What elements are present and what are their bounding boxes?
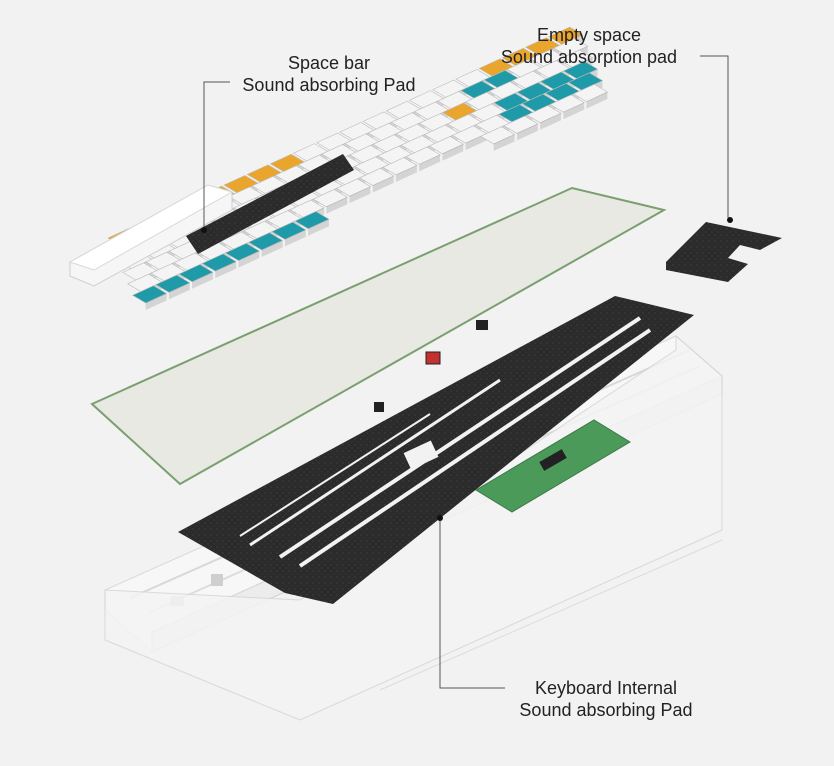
keycap-side <box>586 92 608 109</box>
keycap <box>132 285 168 304</box>
empty-space-pad-label: Empty space Sound absorption pad <box>478 24 700 68</box>
keycap <box>382 157 418 176</box>
switch-plate <box>90 186 667 486</box>
internal-sound-absorbing-pad <box>178 296 694 604</box>
keycap-side <box>261 240 283 257</box>
keycap <box>480 126 516 145</box>
exposed-switches <box>374 320 488 412</box>
spacebar-pad-label-line1: Space bar <box>287 53 371 73</box>
keycap <box>312 189 348 208</box>
spacebar-sound-absorbing-pad <box>186 154 354 254</box>
keycap <box>558 49 594 68</box>
keycap <box>428 136 464 155</box>
keycap-side <box>168 282 190 300</box>
keycap-side <box>563 102 585 120</box>
keycap <box>572 83 609 102</box>
keycap-side <box>215 261 237 279</box>
spacebar-pad-label: Space bar Sound absorbing Pad <box>222 52 436 96</box>
keycap <box>271 221 307 240</box>
callout-internal <box>439 520 505 689</box>
keycap-side <box>349 186 371 204</box>
callout-spacebar <box>203 81 230 228</box>
keycap <box>155 274 191 293</box>
keycap-side <box>516 123 538 141</box>
keycap-side <box>326 197 348 214</box>
callout-empty-space <box>700 55 729 218</box>
internal-pad-label: Keyboard Internal Sound absorbing Pad <box>494 677 718 721</box>
keycap <box>526 105 562 124</box>
empty-space-pad-label-line2: Sound absorption pad <box>500 47 678 67</box>
keycap <box>548 26 584 45</box>
spacebar-pad-label-line2: Sound absorbing Pad <box>242 75 416 95</box>
keycap <box>201 253 237 272</box>
keycap <box>359 167 395 186</box>
internal-pad-label-line1: Keyboard Internal <box>534 678 678 698</box>
keycap-side <box>493 134 515 151</box>
empty-space-pad-label-line1: Empty space <box>536 25 642 45</box>
keycap <box>289 199 325 218</box>
keycap-side <box>442 144 464 161</box>
keycap-side <box>238 251 260 268</box>
keycap <box>549 94 585 113</box>
keycap-side <box>395 165 417 182</box>
keycap <box>224 242 261 261</box>
pcb-board <box>475 419 631 513</box>
keycap-side <box>145 293 167 310</box>
callout-lines <box>201 55 733 689</box>
spacebar-keycap <box>68 184 234 287</box>
keycap <box>503 115 539 134</box>
keycap <box>335 178 372 197</box>
keycap <box>405 146 441 165</box>
keycap-side <box>284 229 306 247</box>
keycap <box>294 211 330 230</box>
keycap <box>178 264 214 283</box>
keycap-side <box>465 133 487 151</box>
keycap-side <box>540 113 561 130</box>
keycap <box>567 72 604 91</box>
internal-pad-label-line2: Sound absorbing Pad <box>519 700 693 720</box>
keycap <box>553 38 589 57</box>
keycap-side <box>308 219 329 236</box>
keycap-side <box>419 154 441 172</box>
empty-space-sound-absorption-pad <box>666 222 782 282</box>
keycap-side <box>372 176 394 193</box>
keycap <box>562 61 599 80</box>
keycap-side <box>192 272 213 289</box>
keycap <box>248 232 284 251</box>
keycaps <box>107 26 609 310</box>
